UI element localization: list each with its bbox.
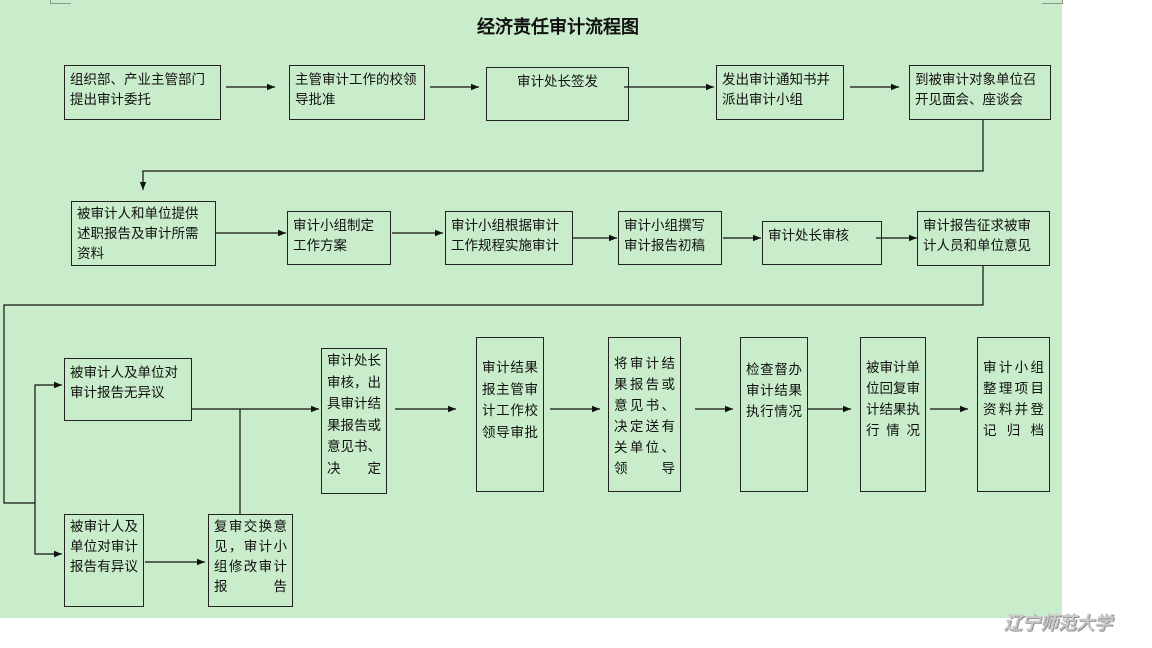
step-box-s18: 检查督办审计结果执行情况 (740, 337, 808, 492)
step-label: 被审计人及单位对审计报告无异议 (70, 365, 178, 401)
step-box-s03: 审计处长签发 (486, 67, 629, 121)
step-box-s20: 审计小组整理项目资料并登记归档 (977, 337, 1050, 492)
step-label: 被审计人及单位对审计报告有异议 (70, 519, 138, 575)
step-label: 被审计单位回复审计结果执行情况 (866, 360, 920, 439)
step-box-s17: 将审计结果报告或意见书、决定送有关单位、领导 (608, 337, 681, 492)
arrow-s05-s06 (139, 120, 984, 190)
step-box-s13: 被审计人及单位对审计报告有异议 (64, 514, 144, 607)
step-box-s15: 审计处长审核，出具审计结果报告或意见书、决定 (321, 348, 387, 494)
step-box-s07: 审计小组制定工作方案 (287, 211, 391, 265)
step-box-s05: 到被审计对象单位召开见面会、座谈会 (909, 65, 1051, 120)
page-corner-mark (50, 0, 71, 4)
step-box-s06: 被审计人和单位提供述职报告及审计所需资料 (71, 201, 216, 266)
step-label: 审计小组根据审计工作规程实施审计 (451, 218, 559, 254)
step-box-s14: 复审交换意见，审计小组修改审计报告 (208, 514, 293, 607)
step-label: 审计小组整理项目资料并登记归档 (983, 360, 1044, 439)
step-label: 将审计结果报告或意见书、决定送有关单位、领导 (614, 356, 675, 477)
arrow-to-s13 (34, 503, 62, 558)
step-box-s01: 组织部、产业主管部门提出审计委托 (64, 65, 221, 120)
step-box-s08: 审计小组根据审计工作规程实施审计 (445, 211, 573, 265)
step-label: 发出审计通知书并派出审计小组 (722, 72, 830, 108)
arrow-s11-branch (3, 265, 984, 504)
step-label: 审计报告征求被审计人员和单位意见 (923, 218, 1031, 254)
step-box-s04: 发出审计通知书并派出审计小组 (716, 65, 844, 120)
arrow-to-s12 (34, 381, 62, 503)
step-box-s11: 审计报告征求被审计人员和单位意见 (917, 211, 1050, 266)
step-box-s09: 审计小组撰写审计报告初稿 (618, 211, 722, 265)
step-label: 主管审计工作的校领导批准 (295, 72, 417, 108)
step-label: 检查督办审计结果执行情况 (746, 362, 802, 420)
step-label: 审计处长审核 (768, 228, 849, 244)
step-label: 复审交换意见，审计小组修改审计报告 (214, 519, 287, 595)
chart-title: 经济责任审计流程图 (477, 17, 639, 38)
step-label: 审计小组撰写审计报告初稿 (624, 218, 705, 254)
step-label: 审计处长审核，出具审计结果报告或意见书、决定 (327, 353, 381, 477)
flowchart-canvas (0, 0, 1062, 618)
step-label: 审计处长签发 (517, 74, 598, 90)
step-box-s19: 被审计单位回复审计结果执行情况 (860, 337, 926, 492)
step-box-s10: 审计处长审核 (762, 221, 882, 265)
step-label: 审计结果报主管审计工作校领导审批 (482, 360, 538, 441)
step-label: 被审计人和单位提供述职报告及审计所需资料 (77, 206, 199, 262)
watermark-logo-text: 辽宁师范大学 (1004, 613, 1112, 634)
step-box-s12: 被审计人及单位对审计报告无异议 (64, 358, 192, 421)
step-label: 到被审计对象单位召开见面会、座谈会 (915, 72, 1037, 108)
step-label: 组织部、产业主管部门提出审计委托 (70, 72, 205, 108)
page-corner-mark (1042, 0, 1063, 4)
step-box-s16: 审计结果报主管审计工作校领导审批 (476, 337, 544, 492)
step-label: 审计小组制定工作方案 (293, 218, 374, 254)
step-box-s02: 主管审计工作的校领导批准 (289, 65, 425, 120)
